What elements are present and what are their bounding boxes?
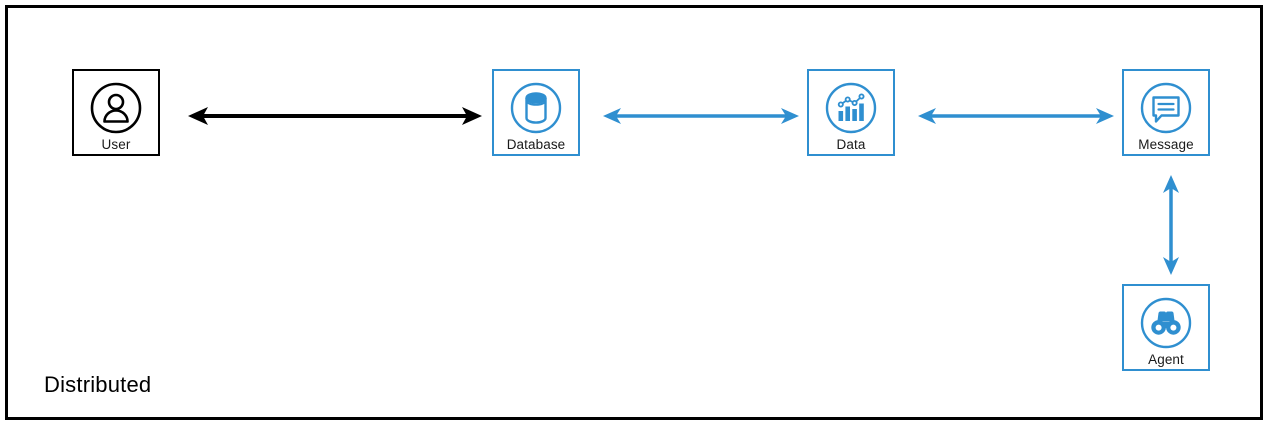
node-user[interactable]: User (72, 69, 160, 156)
arrow-head-left (918, 108, 936, 124)
arrow-head-right (462, 107, 482, 125)
arrow-head-down (1163, 257, 1179, 275)
connector-user-database (188, 104, 482, 128)
diagram-frame: User Database (5, 5, 1263, 420)
user-icon (88, 80, 144, 136)
bar-chart-icon (823, 80, 879, 136)
node-label-user: User (101, 137, 131, 152)
connector-database-data (603, 106, 799, 126)
connector-data-message (918, 106, 1114, 126)
speech-bubble-icon (1138, 80, 1194, 136)
binoculars-icon (1138, 295, 1194, 351)
arrow-head-right (1096, 108, 1114, 124)
node-database[interactable]: Database (492, 69, 580, 156)
node-label-message: Message (1138, 137, 1194, 152)
node-data[interactable]: Data (807, 69, 895, 156)
arrow-head-left (603, 108, 621, 124)
node-label-database: Database (506, 137, 566, 152)
database-icon (508, 80, 564, 136)
arrow-head-up (1163, 175, 1179, 193)
node-agent[interactable]: Agent (1122, 284, 1210, 371)
connector-message-agent (1161, 175, 1181, 275)
diagram-title: Distributed (44, 372, 152, 397)
node-label-data: Data (836, 137, 866, 152)
arrow-head-left (188, 107, 208, 125)
arrow-head-right (781, 108, 799, 124)
node-label-agent: Agent (1148, 352, 1184, 367)
node-message[interactable]: Message (1122, 69, 1210, 156)
